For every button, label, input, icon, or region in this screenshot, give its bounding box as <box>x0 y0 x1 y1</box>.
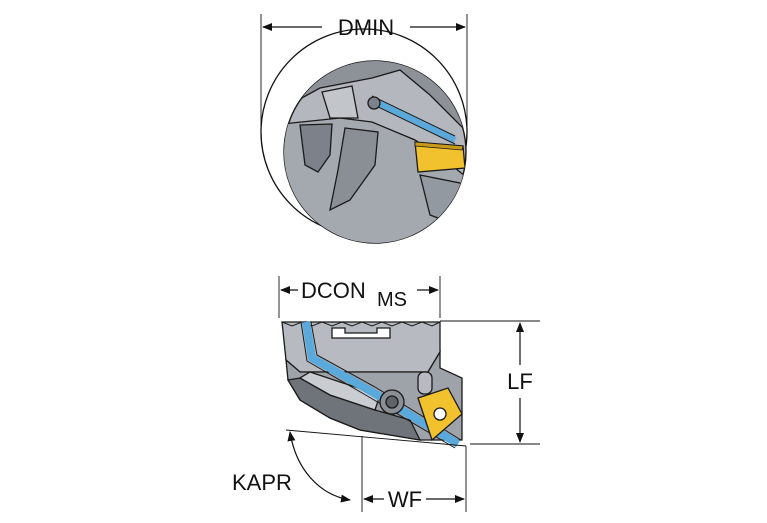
side-view: DCON MS LF KAPR <box>232 276 540 512</box>
bore-contents <box>284 61 466 243</box>
insert-top-edge <box>414 141 464 151</box>
holder-relief-2 <box>329 127 379 212</box>
ms-label: MS <box>377 289 407 311</box>
holder-upper-body <box>284 61 466 137</box>
shank-slot <box>331 327 391 339</box>
locking-pin <box>417 371 433 395</box>
screw-head <box>367 96 381 110</box>
coolant-channel-side-edge <box>300 321 456 449</box>
kapr-label: KAPR <box>232 470 292 495</box>
clamp-screw-inner <box>385 395 399 409</box>
insert-hole <box>433 407 447 421</box>
coolant-channel-side <box>302 321 461 448</box>
wf-label: WF <box>388 487 422 512</box>
coolant-channel-side-edge-2 <box>310 321 462 441</box>
dmin-label: DMIN <box>338 15 394 40</box>
coolant-channel-edge <box>371 95 456 137</box>
coolant-channel <box>370 97 457 143</box>
coolant-channel-edge-2 <box>371 103 456 145</box>
top-view: DMIN <box>260 14 468 244</box>
holder-relief <box>299 123 333 173</box>
dcon-label: DCON <box>301 278 366 303</box>
lf-label: LF <box>507 369 533 394</box>
kapr-arc <box>287 431 351 503</box>
holder-facet <box>321 85 359 119</box>
